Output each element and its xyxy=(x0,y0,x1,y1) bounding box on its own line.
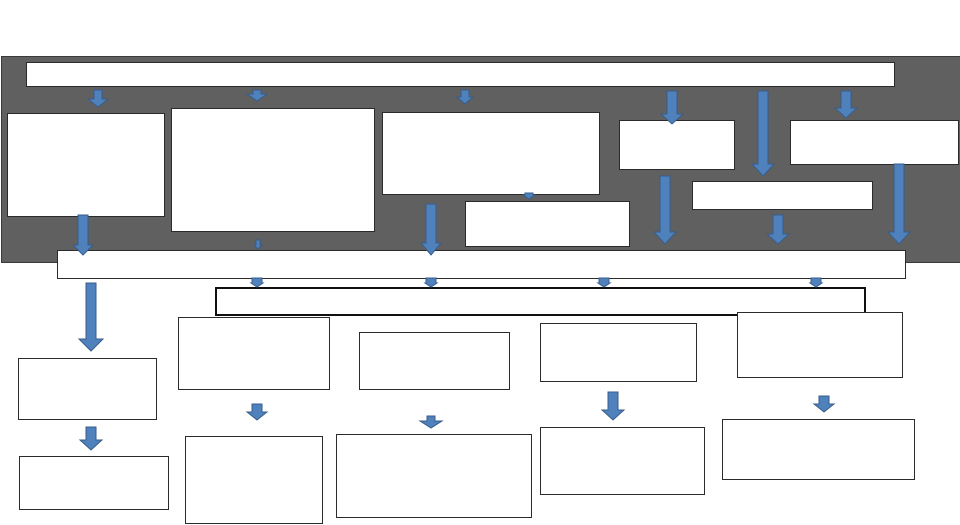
collector-bar xyxy=(57,250,906,279)
level1-box-3 xyxy=(382,112,600,195)
down-arrow-5 xyxy=(750,90,776,177)
down-arrow-22 xyxy=(600,391,626,421)
level3-box-1 xyxy=(19,456,169,510)
down-arrow-13 xyxy=(886,163,912,245)
down-arrow-11 xyxy=(652,175,678,245)
down-arrow-2 xyxy=(245,89,269,102)
level3-box-3 xyxy=(336,434,532,518)
down-arrow-8 xyxy=(252,239,264,250)
level1-box-4 xyxy=(465,201,630,247)
down-arrow-9 xyxy=(419,203,443,256)
level1-box-5 xyxy=(619,120,735,170)
level3-box-2 xyxy=(185,436,323,524)
down-arrow-3 xyxy=(455,89,475,105)
down-arrow-4 xyxy=(659,90,685,125)
down-arrow-6 xyxy=(833,90,859,119)
down-arrow-12 xyxy=(765,214,791,245)
down-arrow-23 xyxy=(812,395,836,413)
down-arrow-21 xyxy=(418,415,444,429)
down-arrow-10 xyxy=(521,192,537,200)
down-arrow-15 xyxy=(249,277,265,288)
header-box xyxy=(26,62,895,87)
level1-box-7 xyxy=(692,181,873,210)
level3-box-4 xyxy=(540,427,705,495)
down-arrow-19 xyxy=(78,426,104,451)
down-arrow-18 xyxy=(808,277,824,288)
level1-box-6 xyxy=(790,120,959,165)
level2-box-2 xyxy=(178,317,330,390)
level2-box-1 xyxy=(18,358,157,420)
level3-box-5 xyxy=(722,419,915,480)
level1-box-2 xyxy=(171,108,375,232)
down-arrow-16 xyxy=(423,277,439,288)
level1-box-1 xyxy=(7,113,165,217)
level2-box-4 xyxy=(540,323,697,382)
down-arrow-14 xyxy=(77,282,105,352)
down-arrow-1 xyxy=(86,89,110,108)
level2-box-3 xyxy=(359,332,510,390)
down-arrow-20 xyxy=(245,403,269,421)
level2-box-5 xyxy=(737,312,903,378)
split-bar xyxy=(215,287,866,316)
down-arrow-7 xyxy=(71,214,95,256)
down-arrow-17 xyxy=(596,277,612,288)
